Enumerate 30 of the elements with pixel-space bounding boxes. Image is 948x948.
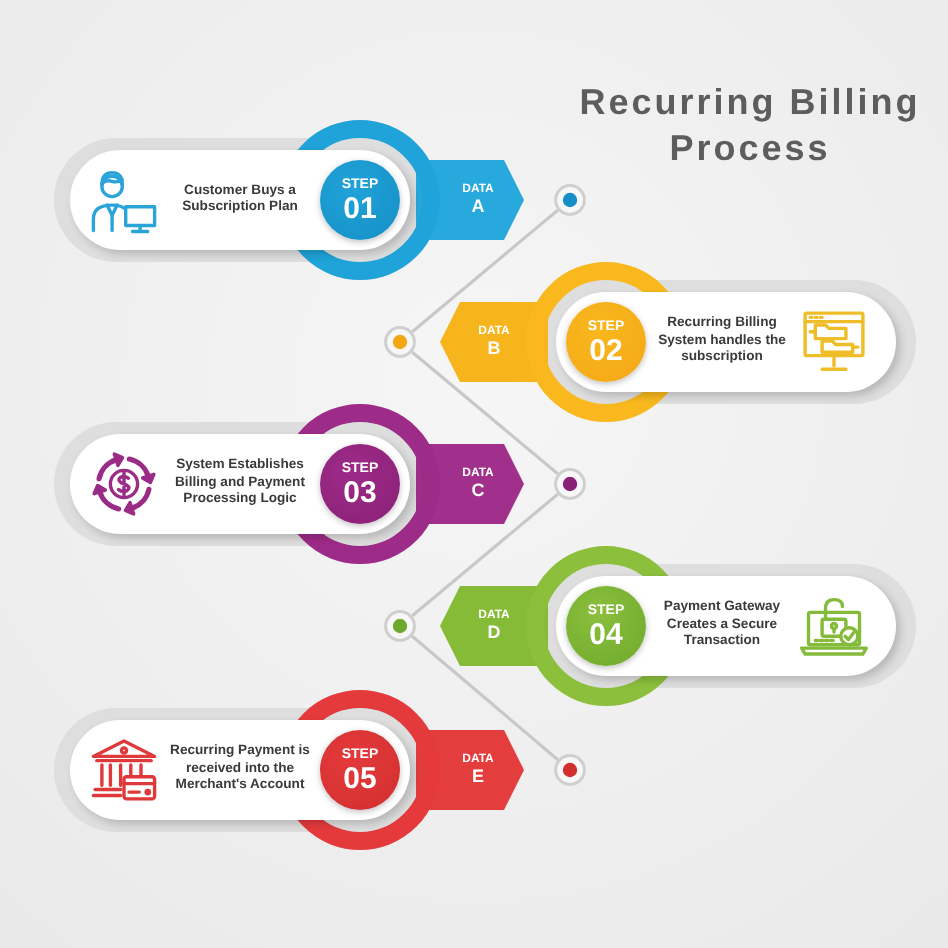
connector-dot	[554, 184, 586, 216]
step-card	[70, 434, 410, 534]
data-tag-letter: C	[471, 481, 485, 500]
data-tag-letter: B	[487, 339, 501, 358]
step-card	[556, 292, 896, 392]
connector-line	[411, 209, 559, 333]
connector-line	[411, 351, 559, 475]
step-number: 01	[343, 193, 377, 223]
step-badge	[566, 586, 646, 666]
data-tag-letter: A	[471, 197, 485, 216]
step-badge	[320, 730, 400, 810]
connector-dot	[384, 326, 416, 358]
step-badge	[566, 302, 646, 382]
step-number: 05	[343, 763, 377, 793]
connector-line	[411, 493, 559, 617]
step-badge	[320, 444, 400, 524]
step-number: 03	[343, 477, 377, 507]
connector-dot	[554, 754, 586, 786]
title: Recurring Billing Process	[577, 80, 923, 172]
connector-dot	[384, 610, 416, 642]
step-number: 04	[589, 619, 623, 649]
connector-line	[411, 635, 559, 761]
data-tag-letter: D	[487, 623, 501, 642]
step-card	[70, 150, 410, 250]
step-card	[70, 720, 410, 820]
data-tag-letter: E	[471, 767, 484, 786]
step-badge	[320, 160, 400, 240]
connector-dot	[554, 468, 586, 500]
step-number: 02	[589, 335, 623, 365]
step-card	[556, 576, 896, 676]
